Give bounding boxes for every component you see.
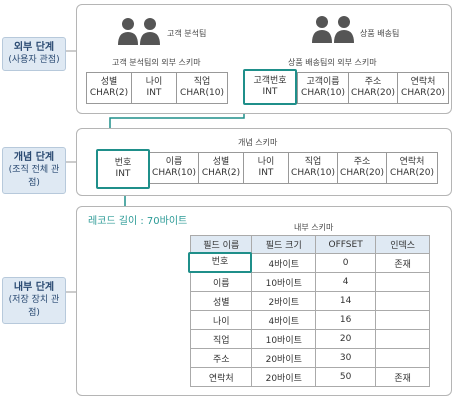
table-cell: 나이 (189, 310, 253, 330)
internal-schema-title: 내부 스키마 (294, 223, 334, 232)
table-row: 주소 20바이트 30 (189, 348, 430, 368)
table-cell: 연락처 (189, 367, 253, 387)
table-row: 직업 10바이트 20 (189, 329, 430, 349)
table-cell: 이름 (189, 272, 253, 292)
table-cell: 30 (314, 348, 377, 368)
table-row: 나이 4바이트 16 (189, 310, 430, 330)
team2-name: 상품 배송팀 (360, 29, 400, 38)
record-length: 레코드 길이 : 70바이트 (88, 216, 188, 227)
table-cell (375, 310, 430, 330)
table-cell: 주소 (189, 348, 253, 368)
conceptual-schema-title: 개념 스키마 (238, 138, 278, 147)
external-level-label: 외부 단계 (사용자 관점) (2, 37, 66, 71)
team2-schema-title: 상품 배송팀의 외부 스키마 (288, 58, 377, 67)
table-cell: 14 (314, 291, 377, 311)
team1-schema-title: 고객 분석팀의 외부 스키마 (112, 58, 201, 67)
conceptual-level-label: 개념 단계 (조직 전체 관점) (2, 147, 66, 194)
table-cell (375, 291, 430, 311)
table-cell: 20 (314, 329, 377, 349)
table-cell: 16 (314, 310, 377, 330)
table-cell (375, 329, 430, 349)
table-row: 성별 2바이트 14 (189, 291, 430, 311)
table-cell: 성별 (189, 291, 253, 311)
table-header-row: 필드 이름 필드 크기 OFFSET 인덱스 (189, 235, 430, 254)
table-cell: 4바이트 (251, 253, 316, 273)
table-cell: 존재 (375, 367, 430, 387)
table-cell (375, 272, 430, 292)
table-cell: 50 (314, 367, 377, 387)
table-cell: 존재 (375, 253, 430, 273)
header-cell: 필드 크기 (251, 235, 316, 254)
table-cell: 4 (314, 272, 377, 292)
table-row: 이름 10바이트 4 (189, 272, 430, 292)
table-cell: 20바이트 (251, 348, 316, 368)
highlight-number-internal: 번호 (188, 252, 252, 273)
table-row: 연락처 20바이트 50 존재 (189, 367, 430, 387)
header-cell: 인덱스 (375, 235, 430, 254)
header-cell: OFFSET (314, 235, 377, 254)
table-cell: 20바이트 (251, 367, 316, 387)
table-cell (375, 348, 430, 368)
internal-level-label: 내부 단계 (저장 장치 관점) (2, 277, 66, 324)
table-cell: 2바이트 (251, 291, 316, 311)
table-cell: 10바이트 (251, 272, 316, 292)
internal-schema-table: 필드 이름 필드 크기 OFFSET 인덱스 4바이트 0 존재 이름 10바이… (189, 235, 430, 387)
table-cell: 10바이트 (251, 329, 316, 349)
header-cell: 필드 이름 (189, 235, 253, 254)
team1-name: 고객 분석팀 (167, 29, 207, 38)
table-cell: 0 (314, 253, 377, 273)
table-cell: 직업 (189, 329, 253, 349)
table-cell: 4바이트 (251, 310, 316, 330)
